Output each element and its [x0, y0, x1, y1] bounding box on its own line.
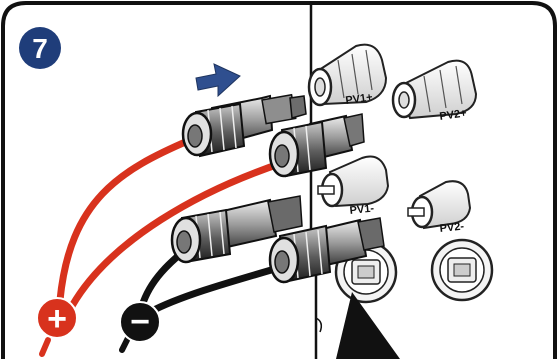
pv1-minus-port [318, 157, 388, 207]
positive-cable-left [60, 140, 190, 300]
cable-stub-negative [122, 338, 128, 350]
plus-icon: + [37, 298, 77, 338]
minus-symbol: − [130, 303, 150, 341]
insert-arrow-icon [196, 64, 240, 96]
pv1-minus-label: PV1- [349, 202, 375, 217]
step-badge-icon: 7 [19, 27, 61, 69]
inverter-wall-line [311, 3, 316, 359]
negative-cable-right [150, 266, 285, 312]
comm-port-icon [432, 240, 492, 300]
plus-symbol: + [47, 300, 67, 338]
panel-frame [3, 3, 555, 359]
pv2-plus-label: PV2+ [439, 107, 468, 123]
minus-icon: − [120, 302, 160, 342]
pv2-minus-label: PV2- [439, 220, 465, 235]
cable-stub-positive [42, 340, 48, 354]
step-number: 7 [32, 33, 48, 64]
pv1-plus-label: PV1+ [345, 91, 374, 107]
